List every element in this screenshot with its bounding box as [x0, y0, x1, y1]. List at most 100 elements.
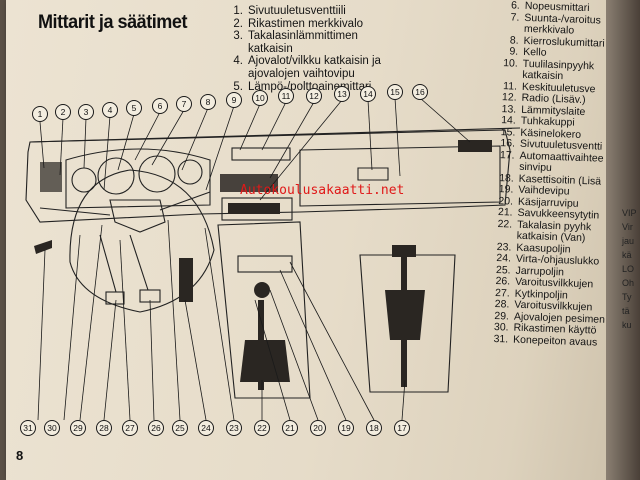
callout-8: 8: [200, 94, 216, 110]
shift-boot: [240, 340, 290, 382]
page-title: Mittarit ja säätimet: [38, 12, 187, 33]
callout-30: 30: [44, 420, 60, 436]
legend-item: 3. Takalasinlämmittimen: [228, 30, 381, 43]
callout-number: 23: [229, 423, 239, 433]
callout-circle: [310, 420, 326, 436]
callout-number: 7: [182, 99, 187, 109]
steering-wheel: [39, 169, 215, 313]
auto-shift-knob: [392, 245, 416, 257]
cassette-slot: [228, 203, 280, 214]
tachometer: [138, 155, 176, 193]
callout-25: 25: [172, 420, 188, 436]
legend-item: 1.Sivutuuletusventtiili: [228, 5, 381, 18]
callout-1: 1: [32, 106, 48, 122]
side-vent-right: [458, 140, 492, 152]
callout-number: 3: [84, 107, 89, 117]
callout-11: 11: [278, 88, 294, 104]
callout-9: 9: [226, 92, 242, 108]
legend-number: 4.: [233, 55, 243, 68]
side-text-line: Vir: [622, 222, 633, 232]
callout-number: 12: [309, 91, 319, 101]
callout-14: 14: [360, 86, 376, 102]
instrument-cluster: [65, 148, 211, 209]
callout-7: 7: [176, 96, 192, 112]
legend-text: Ajovalot/vilkku katkaisin ja: [248, 55, 381, 68]
callout-circle: [148, 420, 164, 436]
leader-lines: [37, 97, 471, 421]
center-vent: [231, 147, 291, 161]
callout-number: 10: [255, 93, 265, 103]
callout-20: 20: [310, 420, 326, 436]
callout-27: 27: [122, 420, 138, 436]
callout-number: 18: [369, 423, 379, 433]
legend-number: 3.: [233, 30, 243, 43]
callout-number: 16: [415, 87, 425, 97]
callout-circle: [387, 84, 403, 100]
speedometer: [97, 157, 135, 195]
callout-circle: [334, 86, 350, 102]
callout-21: 21: [282, 420, 298, 436]
callout-circle: [198, 420, 214, 436]
callout-29: 29: [70, 420, 86, 436]
callout-number: 17: [397, 423, 407, 433]
legend-item: 4. Ajovalot/vilkku katkaisin ja: [228, 55, 381, 68]
center-console: [217, 221, 311, 399]
callout-circle: [55, 104, 71, 120]
callout-circle: [126, 100, 142, 116]
callout-number: 6: [158, 101, 163, 111]
callout-circle: [412, 84, 428, 100]
callout-circle: [32, 106, 48, 122]
legend-number: 2.: [233, 17, 243, 30]
callout-2: 2: [55, 104, 71, 120]
callout-number: 25: [175, 423, 185, 433]
callout-circle: [306, 88, 322, 104]
callout-circle: [226, 92, 242, 108]
callout-10: 10: [252, 90, 268, 106]
callout-circle: [122, 420, 138, 436]
callout-13: 13: [334, 86, 350, 102]
callout-circle: [152, 98, 168, 114]
callout-16: 16: [412, 84, 428, 100]
left-switch-panel: [40, 162, 62, 192]
legend-text: Rikastimen merkkivalo: [248, 17, 364, 30]
legend-text: ajovalojen vaihtovipu: [248, 67, 355, 80]
callout-circle: [278, 88, 294, 104]
callout-26: 26: [148, 420, 164, 436]
callout-circle: [200, 94, 216, 110]
legend-item: 2. Rikastimen merkkivalo: [228, 18, 381, 31]
callout-number: 15: [390, 87, 400, 97]
callout-23: 23: [226, 420, 242, 436]
callout-circle: [366, 420, 382, 436]
legend-item: katkaisin: [228, 43, 381, 56]
callout-number: 13: [337, 89, 347, 99]
callout-24: 24: [198, 420, 214, 436]
clutch-pedal: [105, 291, 125, 305]
hood-release-lever: [34, 240, 52, 254]
side-text-line: Ty: [622, 292, 632, 302]
clock: [177, 159, 203, 185]
callout-circle: [44, 420, 60, 436]
callout-circle: [70, 420, 86, 436]
callout-12: 12: [306, 88, 322, 104]
accelerator-pedal: [179, 258, 193, 302]
radio-unit: [221, 197, 293, 221]
legend-text: katkaisin: [248, 42, 293, 55]
console-switches: [237, 255, 293, 273]
callout-5: 5: [126, 100, 142, 116]
callout-3: 3: [78, 104, 94, 120]
legend-text: Sivutuuletusventtiili: [248, 5, 346, 17]
callout-circle: [338, 420, 354, 436]
side-text-line: ku: [622, 320, 632, 330]
legend-text: Takalasinlämmittimen: [248, 30, 358, 43]
callout-circle: [78, 104, 94, 120]
watermark: Autokoulusakaatti.net: [240, 183, 405, 198]
callout-number: 21: [285, 423, 295, 433]
callout-circle: [394, 420, 410, 436]
callout-number: 27: [125, 423, 135, 433]
callout-circle: [360, 86, 376, 102]
page-edge-shadow: [606, 0, 640, 480]
callout-31: 31: [20, 420, 36, 436]
callout-number: 11: [282, 91, 291, 101]
